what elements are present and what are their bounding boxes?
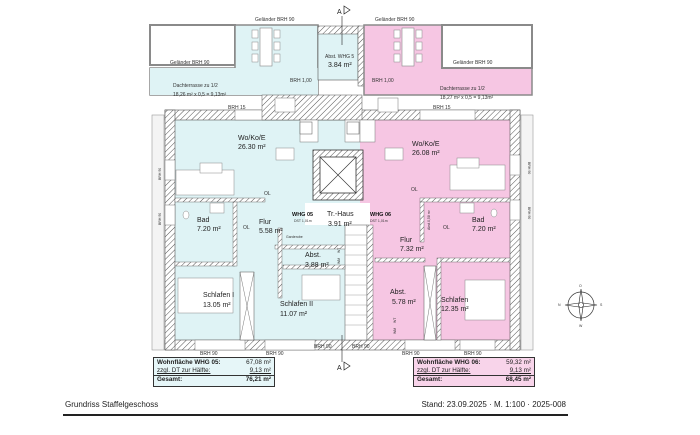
room-name: Schlafen II xyxy=(280,301,313,308)
room-area: 7.32 m² xyxy=(400,246,424,253)
brh-label: BRH 90 xyxy=(527,162,531,174)
railing-label: Geländer BRH 90 xyxy=(255,17,295,23)
area-summary-whg06: Wohnfläche WHG 06: 59,32 m² zzgl. DT zur … xyxy=(413,357,535,387)
ol-label: OL xyxy=(264,191,271,197)
room-name: Flur xyxy=(259,219,272,226)
room-area: 11.07 m² xyxy=(280,311,308,318)
entry-unit-label: WHG 06 xyxy=(370,212,391,218)
brh-label: BRH 90 xyxy=(527,207,531,219)
room-name: Bad xyxy=(472,217,485,224)
room-area: 7.20 m² xyxy=(472,226,496,233)
compass-icon: O S W N xyxy=(558,284,603,328)
abst-vertical-label: Abst.0,58 m² xyxy=(427,209,431,230)
railing-label: Geländer BRH 90 xyxy=(375,17,415,23)
svg-text:A: A xyxy=(337,9,342,16)
svg-text:W: W xyxy=(579,324,583,328)
svg-text:O: O xyxy=(579,284,582,288)
svg-text:N: N xyxy=(558,303,561,307)
brh-label: BRH 90 xyxy=(200,351,218,357)
wt-label: WT xyxy=(337,247,341,253)
plan-footer: Grundriss Staffelgeschoss Stand: 23.09.2… xyxy=(63,398,568,420)
terrace-name: Dachterrasse zu 1/2 xyxy=(173,83,218,89)
brh-label: BRH 90 xyxy=(266,351,284,357)
room-name: Schlafen I xyxy=(203,292,234,299)
area-summary-whg05: Wohnfläche WHG 05: 67,08 m² zzgl. DT zur … xyxy=(153,357,275,387)
gesamt-value: 68,45 m² xyxy=(505,376,531,383)
wm-label: WM xyxy=(337,258,341,264)
brh-label: BRH 90 xyxy=(352,344,370,350)
room-area: 5.78 m² xyxy=(392,299,416,306)
room-name: Bad xyxy=(197,217,210,224)
plan-title: Grundriss Staffelgeschoss xyxy=(65,400,159,409)
terrace-right xyxy=(363,24,533,96)
room-area: 3.88 m² xyxy=(305,262,329,269)
gesamt-label: Gesamt: xyxy=(417,376,443,383)
room-name: Schlafen xyxy=(441,297,468,304)
room-name: Abst. xyxy=(390,289,406,296)
railing-label: Geländer BRH 90 xyxy=(453,60,493,66)
brh-label: BRH 15 xyxy=(433,105,451,111)
dt-label: zzgl. DT zur Hälfte: xyxy=(417,367,471,374)
brh-label: BRH 1,00 xyxy=(372,78,394,84)
room-area: 7.20 m² xyxy=(197,226,221,233)
terrace-name: Dachterrasse zu 1/2 xyxy=(440,86,485,92)
room-name: Wo/Ko/E xyxy=(412,141,440,148)
dt-value: 9,13 m² xyxy=(249,367,271,374)
entry-unit-label: WHG 05 xyxy=(292,212,313,218)
room-name: Flur xyxy=(400,237,413,244)
room-area: 12.35 m² xyxy=(441,306,469,313)
section-marker-top: A xyxy=(337,5,351,45)
dt-label: zzgl. DT zur Hälfte: xyxy=(157,367,211,374)
brh-label: BRH 1,00 xyxy=(290,78,312,84)
gesamt-label: Gesamt: xyxy=(157,376,183,383)
brh-label: BRH 90 xyxy=(314,344,332,350)
staircase xyxy=(344,224,368,341)
ol-label: OL xyxy=(411,187,418,193)
room-area: 13.05 m² xyxy=(203,302,231,309)
terrace-calc: 18,26 m² x 0,5 = 9,13m² xyxy=(173,92,227,98)
railing-label: Geländer BRH 90 xyxy=(170,60,210,66)
wohnflaeche-value: 67,08 m² xyxy=(246,359,271,366)
wohnflaeche-label: Wohnfläche WHG 05: xyxy=(157,359,221,366)
plan-stand: Stand: 23.09.2025 · M. 1:100 · 2025-008 xyxy=(421,400,566,409)
room-area: 3.84 m² xyxy=(328,62,352,69)
wt-label: WT xyxy=(393,317,397,323)
terrace-calc: 18,27 m² x 0,5 = 9,13m² xyxy=(440,95,494,101)
wohnflaeche-label: Wohnfläche WHG 06: xyxy=(417,359,481,366)
footer-rule xyxy=(63,414,568,416)
room-name: Wo/Ko/E xyxy=(238,135,266,142)
ol-label: OL xyxy=(443,225,450,231)
entry-dst-label: DST 1,01m xyxy=(294,219,312,223)
wohnflaeche-value: 59,32 m² xyxy=(506,359,531,366)
ol-label: OL xyxy=(243,225,250,231)
section-marker-bottom: A xyxy=(337,335,351,372)
svg-text:A: A xyxy=(337,365,342,372)
brh-label: BRH 90 xyxy=(402,351,420,357)
brh-label: BRH 90 xyxy=(158,213,162,225)
room-area: 26.30 m² xyxy=(238,144,266,151)
room-area: 5.58 m² xyxy=(259,228,283,235)
wm-label: WM xyxy=(393,328,397,334)
svg-text:S: S xyxy=(600,303,603,307)
brh-label: BRH 90 xyxy=(464,351,482,357)
room-name: Tr.-Haus xyxy=(327,211,354,218)
room-name: Abst. WHG 5 xyxy=(325,54,354,60)
room-name: Abst. xyxy=(305,252,321,259)
gesamt-value: 76,21 m² xyxy=(245,376,271,383)
dt-value: 9,13 m² xyxy=(509,367,531,374)
brh-label: BRH 15 xyxy=(228,105,246,111)
brh-label: BRH 90 xyxy=(158,168,162,180)
entry-dst-label: DST 1,01m xyxy=(370,219,388,223)
garderobe-label: Garderobe xyxy=(286,235,303,239)
terrace-left xyxy=(149,24,319,96)
room-area: 3.91 m² xyxy=(328,221,352,228)
room-area: 26.08 m² xyxy=(412,150,440,157)
